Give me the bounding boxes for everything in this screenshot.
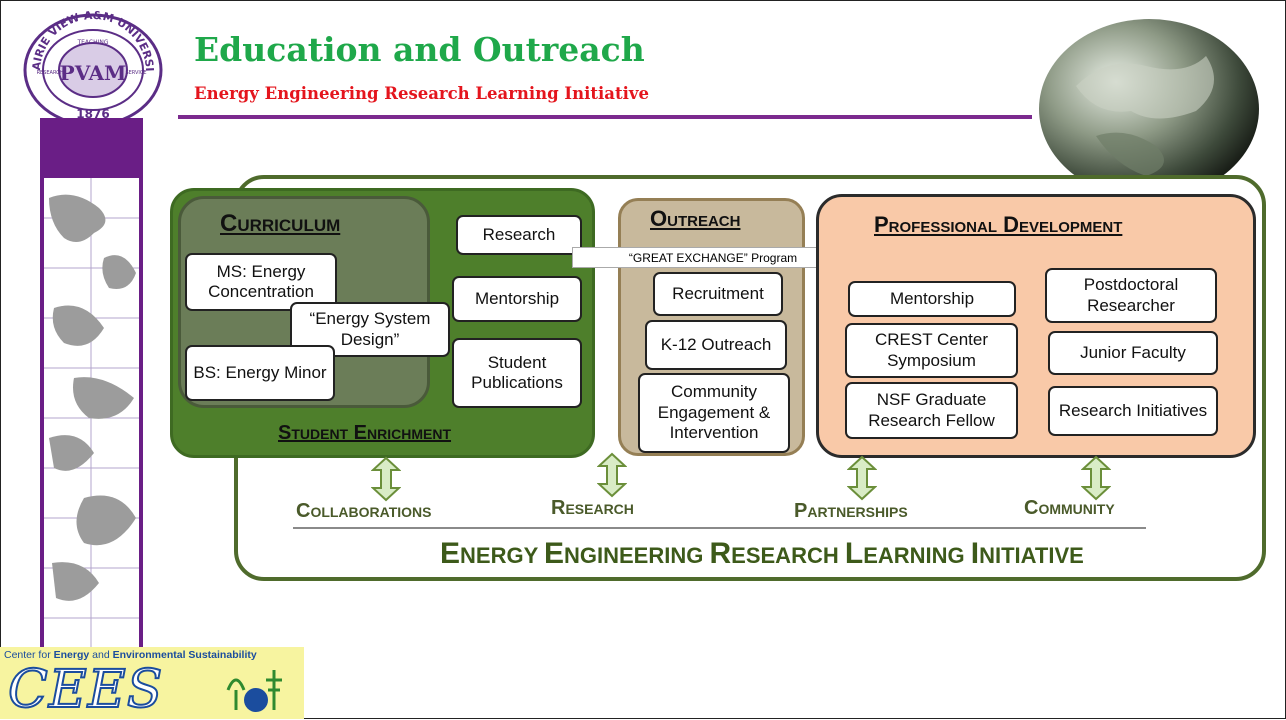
pillar-research: Research — [551, 497, 634, 519]
world-map-strip — [44, 178, 139, 648]
enrichment-item-research: Research — [456, 215, 582, 255]
double-arrow-icon — [1081, 455, 1111, 501]
pillar-divider — [293, 527, 1146, 529]
prof-item-postdoc: Postdoctoral Researcher — [1045, 268, 1217, 323]
prof-item-research-initiatives: Research Initiatives — [1048, 386, 1218, 436]
seal-teaching: TEACHING — [76, 39, 108, 46]
great-exchange-label: “GREAT EXCHANGE” Program — [572, 247, 854, 268]
curriculum-item-ms-energy: MS: Energy Concentration — [185, 253, 337, 311]
outreach-item-k12: K-12 Outreach — [645, 320, 787, 370]
seal-service: SERVICE — [125, 70, 146, 76]
pillar-community: Community — [1024, 497, 1115, 519]
outreach-item-community: Community Engagement & Intervention — [638, 373, 790, 453]
university-seal: PRAIRIE VIEW A&M UNIVERSITY PVAM TEACHIN… — [18, 8, 163, 126]
pillar-partnerships: Partnerships — [794, 500, 908, 522]
page-title: Education and Outreach — [194, 30, 645, 69]
prof-item-junior-faculty: Junior Faculty — [1048, 331, 1218, 375]
prof-item-mentorship: Mentorship — [848, 281, 1016, 317]
seal-year: 1876 — [76, 107, 109, 121]
outreach-heading: Outreach — [650, 206, 741, 231]
curriculum-item-bs-minor: BS: Energy Minor — [185, 345, 335, 401]
student-enrichment-label: Student Enrichment — [278, 422, 452, 444]
double-arrow-icon — [371, 456, 401, 502]
initiative-name: ENERGY ENGINEERING RESEARCH LEARNING INI… — [440, 537, 1084, 570]
pillar-collaborations: Collaborations — [296, 500, 432, 522]
enrichment-item-publications: Student Publications — [452, 338, 582, 408]
title-divider — [178, 115, 1032, 119]
seal-monogram: PVAM — [60, 61, 127, 85]
outreach-item-recruitment: Recruitment — [653, 272, 783, 316]
cees-acronym: CEES — [7, 659, 164, 720]
cees-icon — [226, 670, 282, 712]
prof-item-crest-symposium: CREST Center Symposium — [845, 323, 1018, 378]
page-subtitle: Energy Engineering Research Learning Ini… — [194, 84, 649, 103]
professional-development-heading: Professional Development — [874, 212, 1123, 237]
enrichment-item-mentorship: Mentorship — [452, 276, 582, 322]
cees-tagline: Center for Energy and Environmental Sust… — [4, 649, 257, 661]
globe-image — [1039, 19, 1259, 199]
prof-item-nsf-fellow: NSF Graduate Research Fellow — [845, 382, 1018, 439]
curriculum-heading: Curriculum — [220, 210, 341, 237]
seal-research: RESEARCH — [37, 70, 64, 76]
double-arrow-icon — [597, 452, 627, 498]
double-arrow-icon — [847, 455, 877, 501]
